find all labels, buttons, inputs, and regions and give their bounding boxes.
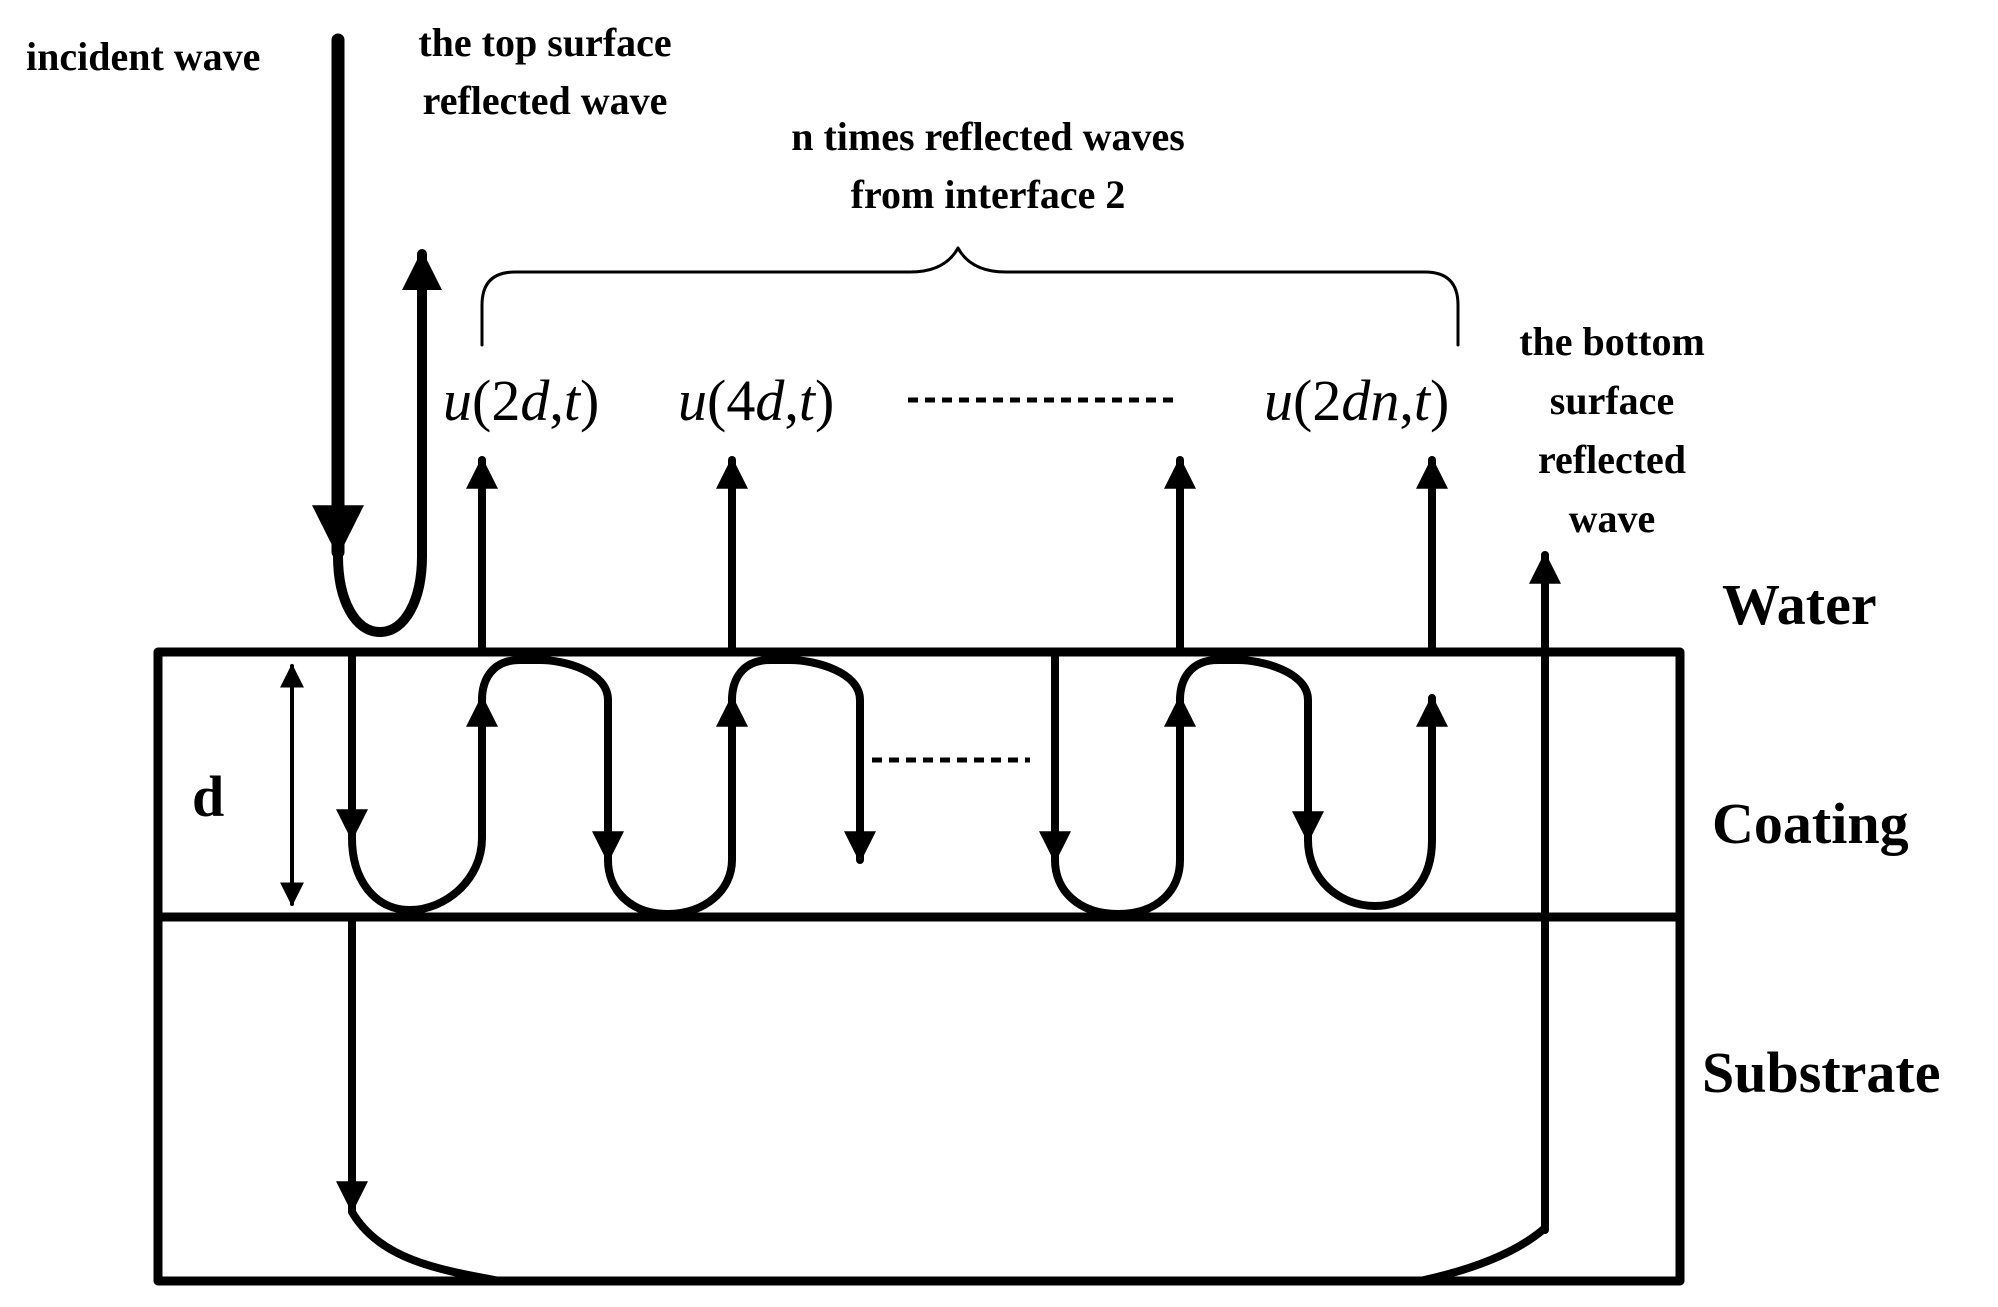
n-times-label-line2: from interface 2 [851, 172, 1126, 217]
loop-n1-top-curve [1176, 656, 1324, 844]
coating-substrate-box [153, 647, 1685, 1286]
math-u-4d-t-open: ( [707, 368, 726, 433]
reflected-waves-brace [480, 246, 1460, 347]
bottom-reflected-label-line4: wave [1569, 496, 1656, 541]
math-u-4d-t-var: d [755, 368, 785, 433]
top-reflected-label-line2: reflected wave [423, 78, 668, 123]
math-u-4d-t: u(4d,t) [678, 368, 834, 433]
reflection-loop-n-1 [1039, 456, 1324, 918]
reflection-loop-n [1304, 456, 1448, 910]
math-u-4d-t-close: ) [815, 368, 834, 433]
thickness-label: d [192, 764, 224, 829]
math-u-2dn-t-open: ( [1293, 368, 1312, 433]
math-u-2d-t: u(2d,t) [443, 368, 599, 433]
loop-n-bottom-curve [1304, 694, 1448, 910]
math-u-2dn-t-t: t [1414, 368, 1432, 433]
math-u-2dn-t: u(2dn,t) [1264, 368, 1449, 433]
math-u-4d-t-t: t [799, 368, 817, 433]
incident-and-top-reflection [312, 33, 442, 637]
math-u-2d-t-open: ( [472, 368, 491, 433]
loop-2-top-curve [728, 656, 876, 864]
math-u-2dn-t-var: dn [1341, 368, 1399, 433]
loop-2-bottom-curve [604, 694, 748, 918]
bottom-reflected-label-line1: the bottom [1519, 319, 1705, 364]
math-u-2d-t-comma: , [549, 368, 564, 433]
top-reflected-label-line1: the top surface [418, 20, 671, 65]
substrate-label: Substrate [1702, 1040, 1940, 1105]
bottom-reflected-label-line3: reflected [1538, 437, 1686, 482]
water-label: Water [1722, 572, 1877, 637]
math-u-2dn-t-fn: u [1264, 368, 1293, 433]
top-reflection-loop [333, 249, 442, 637]
math-u-2d-t-t: t [564, 368, 582, 433]
reflection-loop-1 [348, 456, 624, 914]
math-u-2d-t-num: 2 [491, 368, 520, 433]
math-u-2dn-t-close: ) [1430, 368, 1449, 433]
math-u-4d-t-comma: , [784, 368, 799, 433]
substrate-bottom-curve [348, 1208, 1549, 1285]
substrate-transmission [336, 551, 1561, 1285]
math-u-2dn-t-num: 2 [1312, 368, 1341, 433]
layer-structure [153, 647, 1685, 1286]
reflection-loop-2 [604, 456, 876, 918]
math-u-4d-t-fn: u [678, 368, 707, 433]
incident-wave-label: incident wave [26, 34, 260, 79]
loop-1-top-curve [478, 656, 624, 864]
coating-label: Coating [1712, 791, 1909, 856]
loop-n1-bottom-curve [1051, 694, 1196, 918]
bottom-reflected-label-line2: surface [1550, 378, 1674, 423]
math-u-2dn-t-comma: , [1399, 368, 1414, 433]
loop-1-bottom-curve [348, 694, 498, 914]
math-u-2d-t-close: ) [580, 368, 599, 433]
math-u-2d-t-fn: u [443, 368, 472, 433]
math-u-2d-t-var: d [520, 368, 550, 433]
math-u-4d-t-num: 4 [726, 368, 755, 433]
n-times-label-line1: n times reflected waves [791, 114, 1185, 159]
thickness-indicator: d [192, 663, 304, 907]
